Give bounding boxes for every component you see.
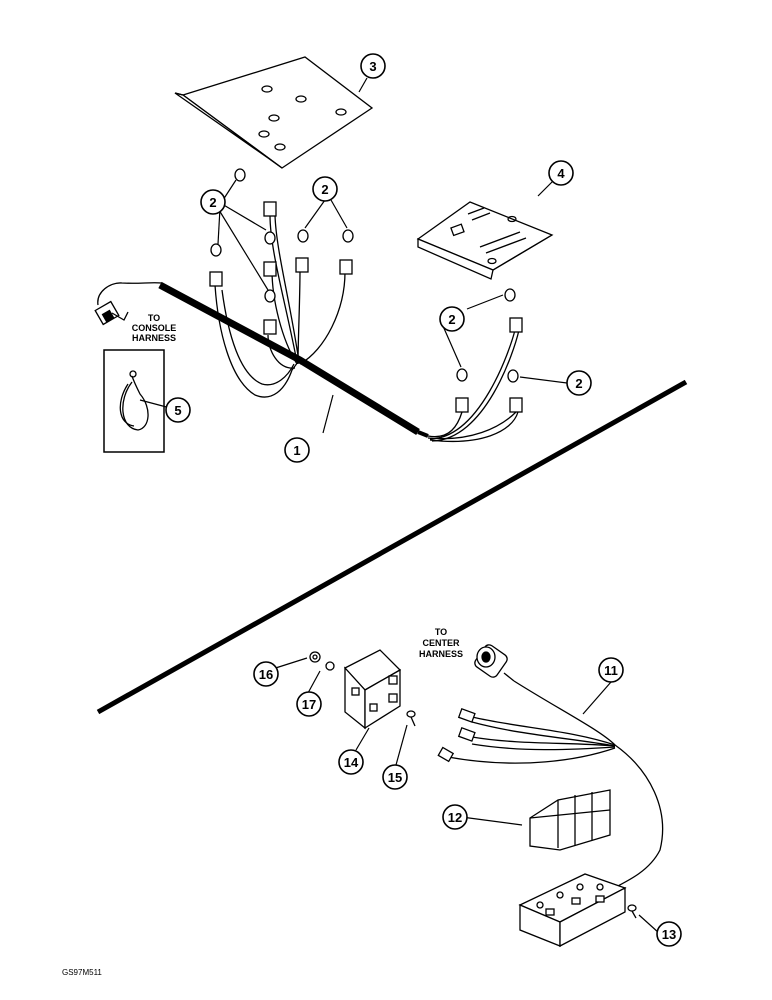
fuse-block (518, 873, 627, 948)
relay-socket-block (343, 649, 402, 730)
callout-16: 16 (259, 667, 273, 682)
relays (529, 789, 611, 851)
washer (325, 661, 335, 671)
wire-harness (94, 168, 523, 443)
callout-17: 17 (302, 697, 316, 712)
center-label-to: TO (435, 627, 447, 637)
console-label-harness: HARNESS (132, 333, 176, 343)
section-divider (96, 379, 688, 715)
callout-2b: 2 (321, 182, 328, 197)
console-label-name: CONSOLE (132, 323, 177, 333)
fuse-block-screw (627, 904, 637, 919)
callout-4: 4 (557, 166, 565, 181)
bracket (416, 201, 554, 280)
mounting-plate (174, 56, 374, 169)
callout-5: 5 (174, 403, 181, 418)
figure-code: GS97M511 (62, 968, 102, 977)
callout-2a: 2 (209, 195, 216, 210)
callout-2c: 2 (448, 312, 455, 327)
strap-tie (103, 349, 165, 453)
callout-14: 14 (344, 755, 359, 770)
screw (406, 710, 416, 727)
console-label-to: TO (148, 313, 160, 323)
callout-12: 12 (448, 810, 462, 825)
nut (309, 651, 321, 663)
leader-lines (139, 77, 660, 934)
callout-15: 15 (388, 770, 402, 785)
callout-circles (165, 53, 682, 947)
center-label-harness: HARNESS (419, 649, 463, 659)
center-harness (437, 644, 664, 891)
callout-2d: 2 (575, 376, 582, 391)
callout-13: 13 (662, 927, 676, 942)
callout-1: 1 (293, 443, 300, 458)
center-label-name: CENTER (422, 638, 460, 648)
callout-3: 3 (369, 59, 376, 74)
callout-11: 11 (604, 663, 618, 678)
